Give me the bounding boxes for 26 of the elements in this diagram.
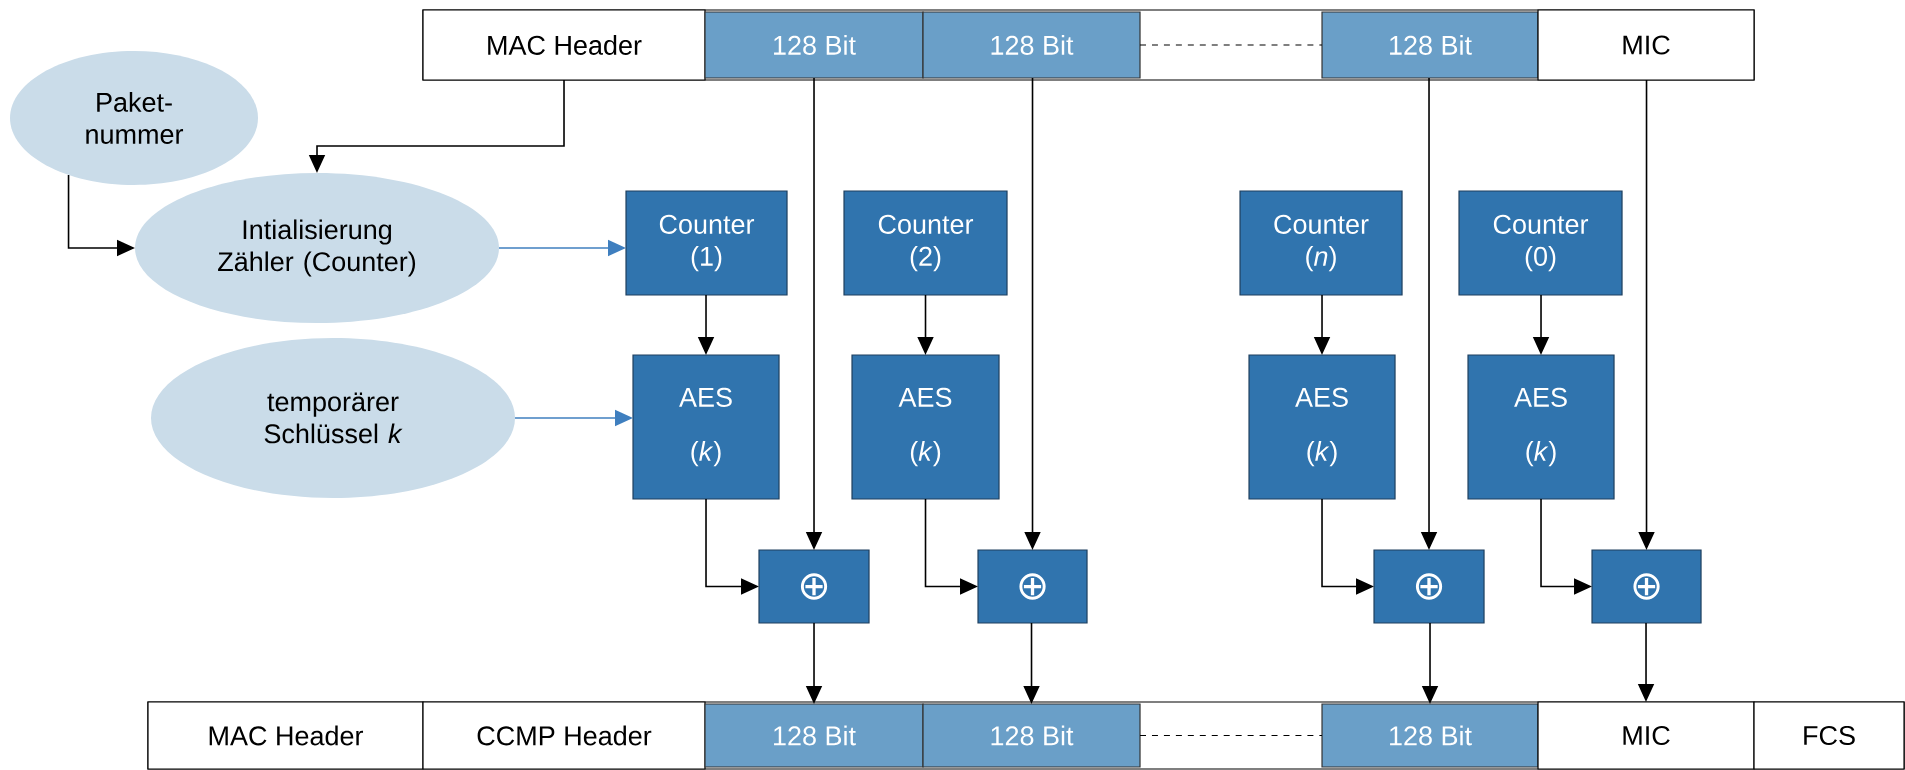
counter-box: Counter (1) — [625, 190, 788, 296]
counter-box: Counter (0) — [1458, 190, 1623, 296]
packet-field: MAC Header — [422, 9, 706, 81]
dashed-line — [1139, 734, 1323, 737]
packet-field: MAC Header — [147, 701, 424, 770]
data-block: 128 Bit — [922, 11, 1141, 79]
xor-box: ⊕ — [1373, 549, 1485, 624]
data-block: 128 Bit — [704, 703, 924, 768]
packet-field: MIC — [1537, 701, 1755, 770]
packet-field: FCS — [1753, 701, 1905, 770]
counter-box: Counter (n) — [1239, 190, 1403, 296]
data-block: 128 Bit — [922, 703, 1141, 768]
xor-box: ⊕ — [1591, 549, 1702, 624]
aes-box: AES (k) — [632, 354, 780, 500]
aes-box: AES (k) — [1248, 354, 1396, 500]
xor-box: ⊕ — [977, 549, 1088, 624]
data-block: 128 Bit — [704, 11, 924, 79]
dashed-line — [1139, 44, 1323, 46]
data-block: 128 Bit — [1321, 703, 1539, 768]
counter-box: Counter (2) — [843, 190, 1008, 296]
data-block: 128 Bit — [1321, 11, 1539, 79]
xor-box: ⊕ — [758, 549, 870, 624]
packet-field: CCMP Header — [422, 701, 706, 770]
packet-field: MIC — [1537, 9, 1755, 81]
aes-box: AES (k) — [851, 354, 1000, 500]
aes-box: AES (k) — [1467, 354, 1615, 500]
